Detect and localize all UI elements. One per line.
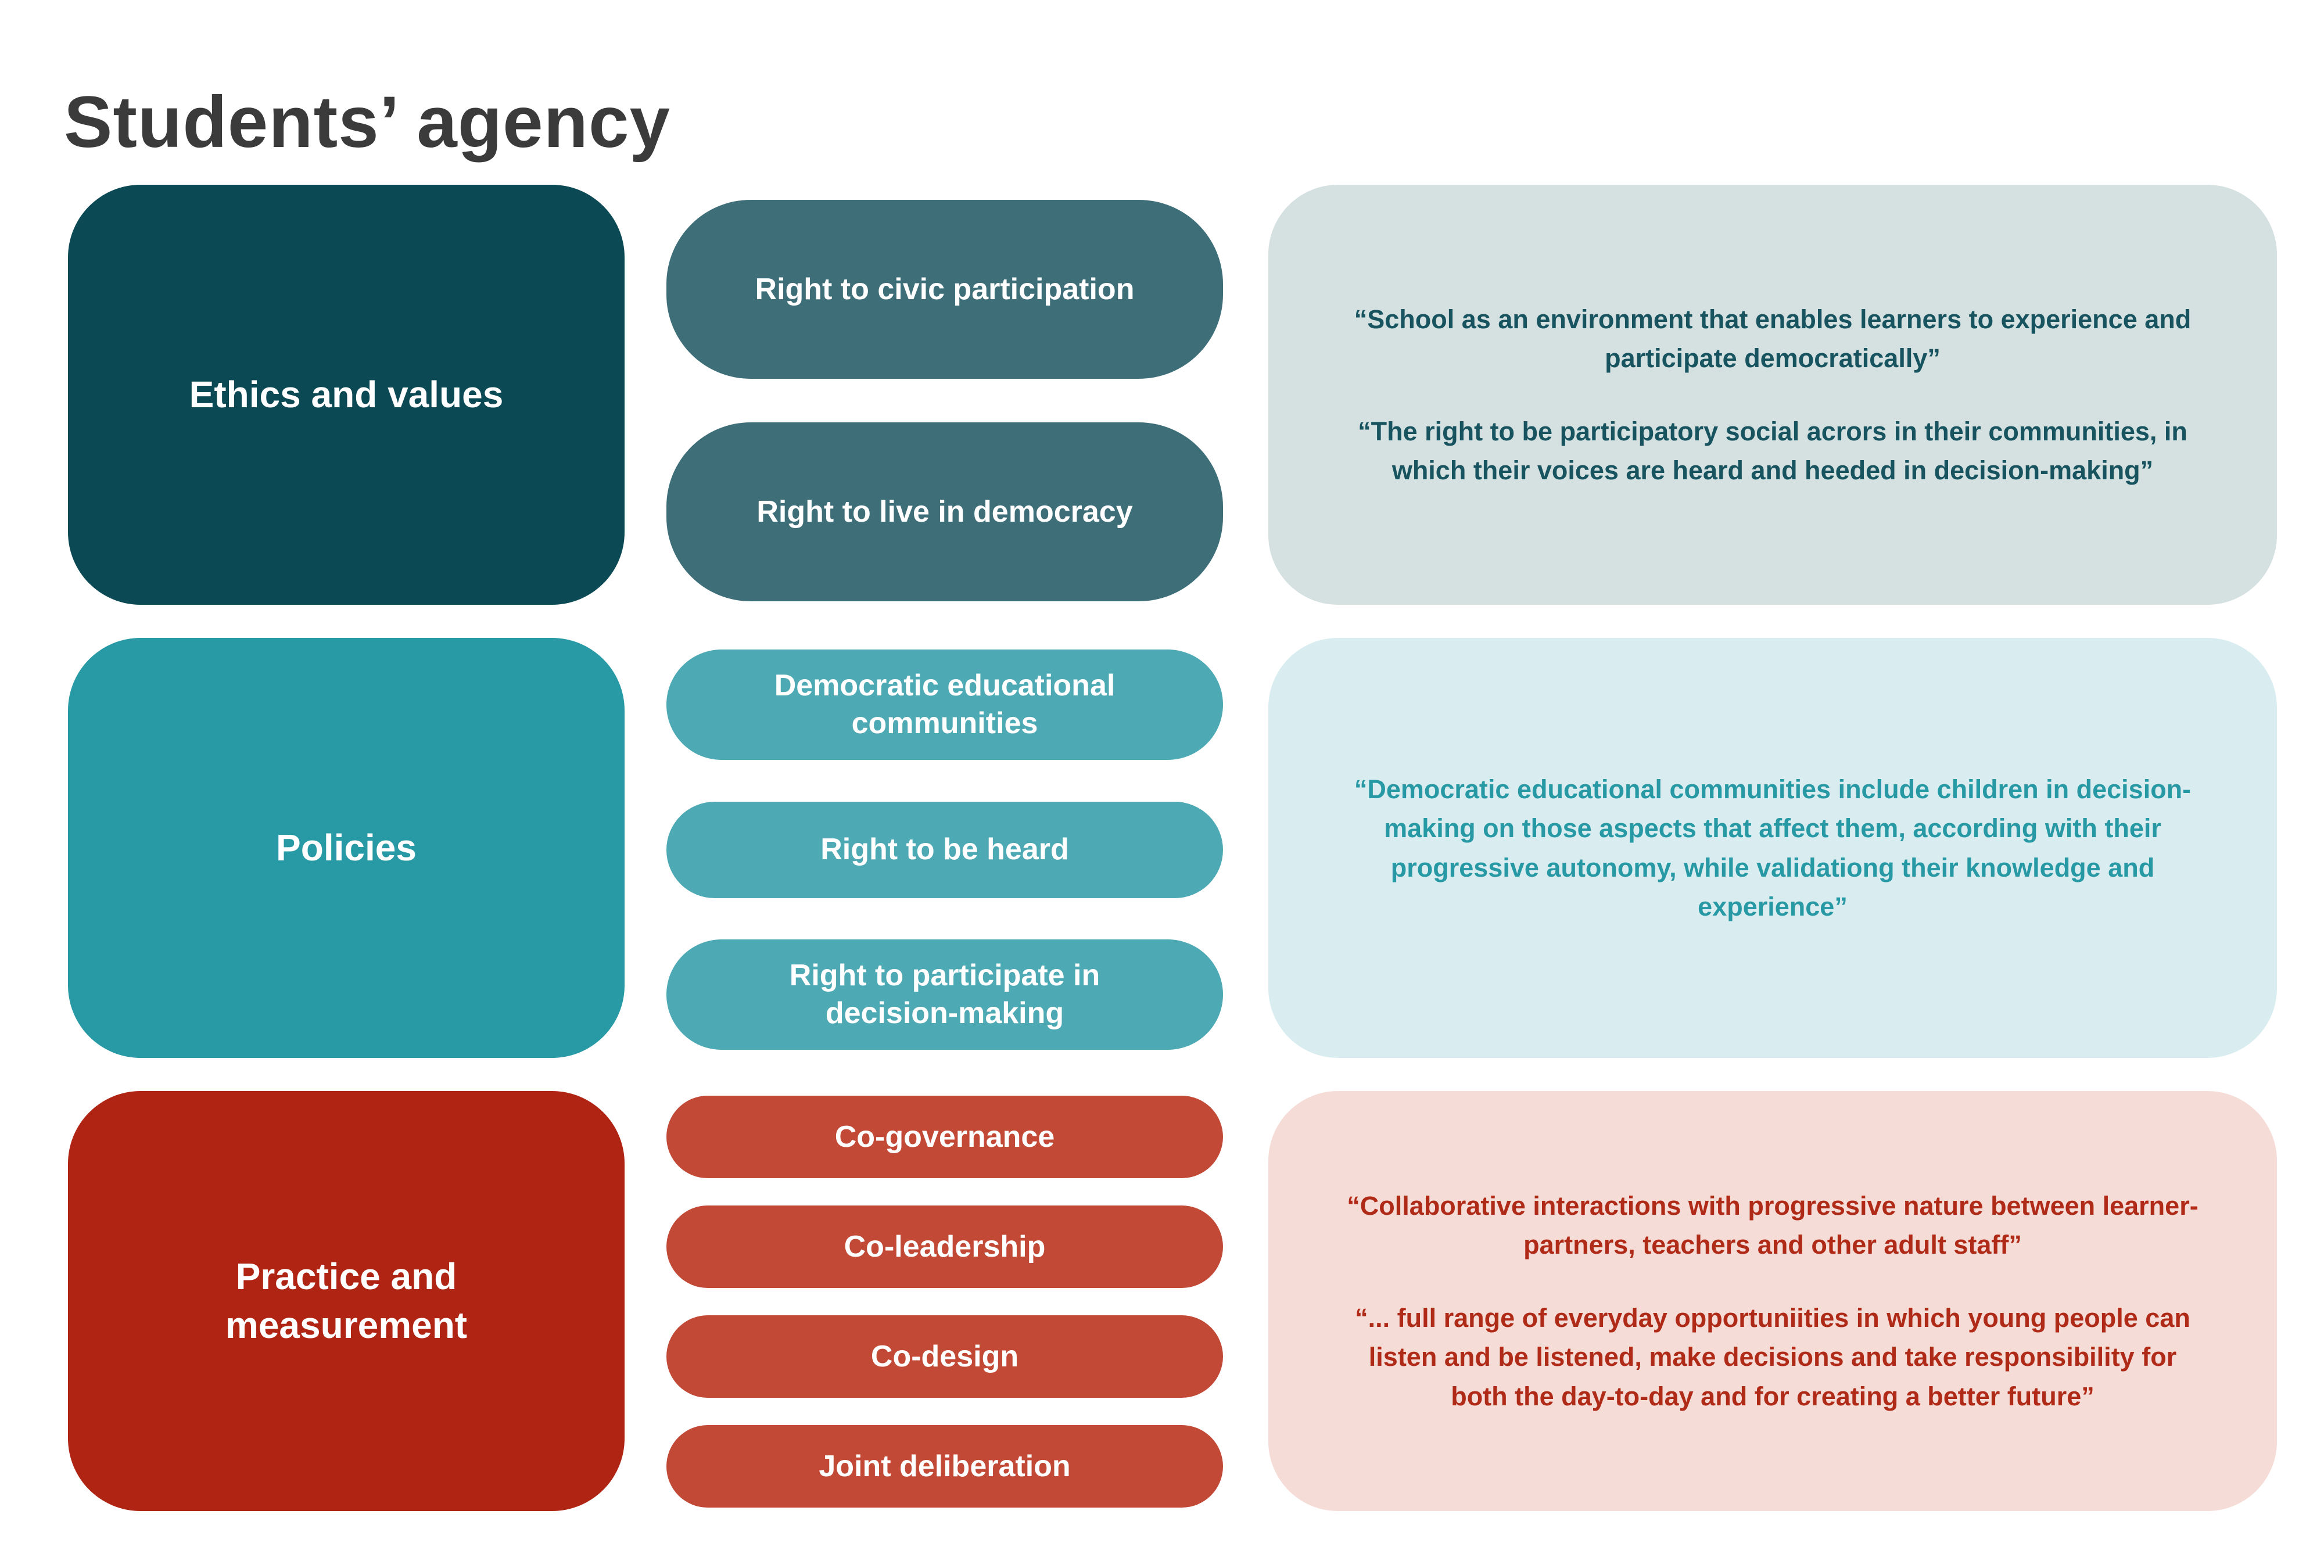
quote-text: “The right to be participatory social ac…: [1358, 416, 2187, 486]
pills-policies: Democratic educational communities Right…: [666, 638, 1223, 1058]
quote-text: “School as an environment that enables l…: [1354, 304, 2192, 374]
pill-right-to-live-in-democracy: Right to live in democracy: [666, 422, 1223, 601]
pill-co-design: Co-design: [666, 1315, 1223, 1398]
pills-practice-and-measurement: Co-governance Co-leadership Co-design Jo…: [666, 1091, 1223, 1511]
quote-text: “Democratic educational communities incl…: [1354, 774, 2192, 922]
pill-co-governance: Co-governance: [666, 1096, 1223, 1178]
quote-text: “... full range of everyday opportuniiti…: [1355, 1303, 2190, 1411]
quote-box-practice-and-measurement: “Collaborative interactions with progres…: [1268, 1091, 2277, 1511]
page-title: Students’ agency: [64, 81, 671, 163]
quote-box-policies: “Democratic educational communities incl…: [1268, 638, 2277, 1058]
row-ethics-and-values: Ethics and values Right to civic partici…: [68, 185, 2277, 605]
category-box-ethics-and-values: Ethics and values: [68, 185, 625, 605]
quote-text: “Collaborative interactions with progres…: [1347, 1190, 2199, 1260]
category-box-practice-and-measurement: Practice and measurement: [68, 1091, 625, 1511]
quote-box-ethics-and-values: “School as an environment that enables l…: [1268, 185, 2277, 605]
pill-democratic-educational-communities: Democratic educational communities: [666, 650, 1223, 760]
pills-ethics-and-values: Right to civic participation Right to li…: [666, 185, 1223, 605]
row-policies: Policies Democratic educational communit…: [68, 638, 2277, 1058]
diagram-rows: Ethics and values Right to civic partici…: [68, 185, 2277, 1511]
pill-right-to-civic-participation: Right to civic participation: [666, 200, 1223, 379]
pill-co-leadership: Co-leadership: [666, 1205, 1223, 1288]
category-box-policies: Policies: [68, 638, 625, 1058]
pill-right-to-participate-in-decision-making: Right to participate in decision-making: [666, 939, 1223, 1050]
pill-joint-deliberation: Joint deliberation: [666, 1425, 1223, 1508]
row-practice-and-measurement: Practice and measurement Co-governance C…: [68, 1091, 2277, 1511]
pill-right-to-be-heard: Right to be heard: [666, 801, 1223, 898]
